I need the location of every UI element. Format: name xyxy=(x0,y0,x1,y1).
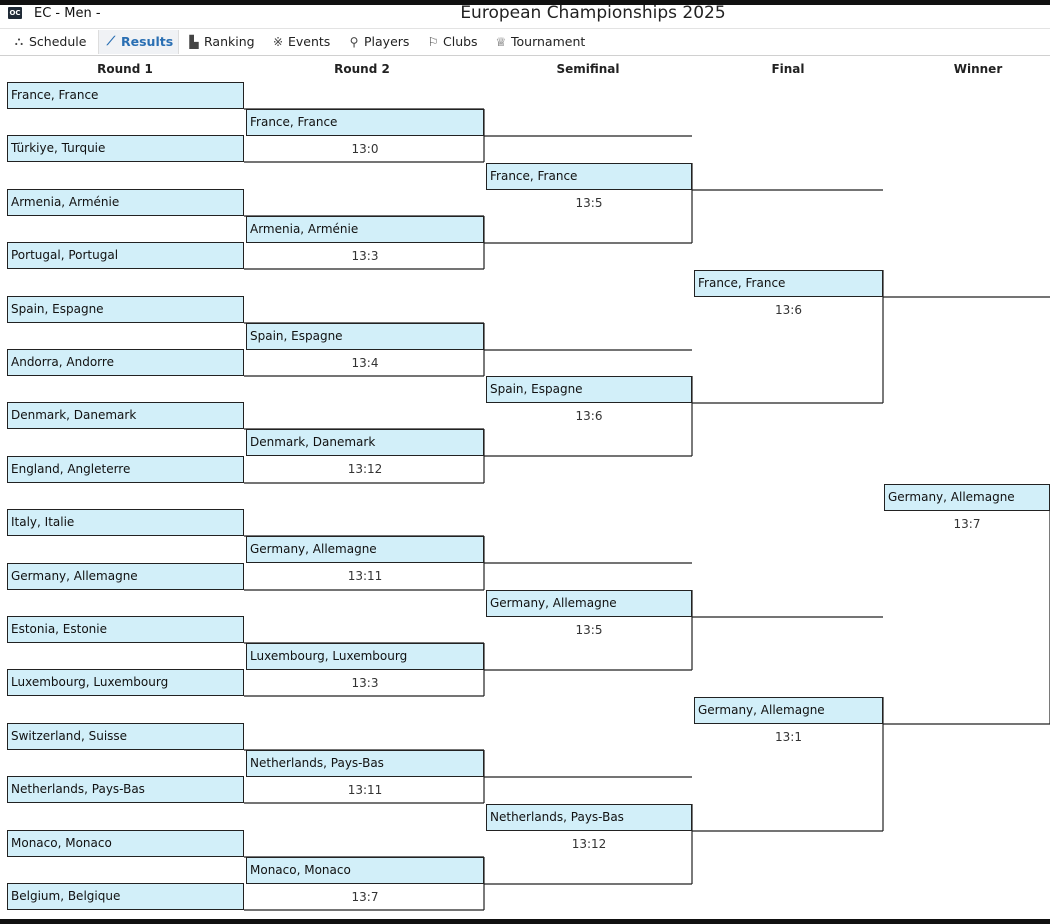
final-match-score: 13:6 xyxy=(775,303,802,317)
window-bottom-edge xyxy=(0,919,1050,924)
window-title: European Championships 2025 xyxy=(460,3,726,23)
final-team-box[interactable]: Germany, Allemagne xyxy=(694,697,883,724)
round2-match-score: 13:11 xyxy=(347,569,383,583)
tab-results[interactable]: ⟋ Results xyxy=(104,34,173,49)
final-match-score: 13:1 xyxy=(775,730,802,744)
tab-label: Results xyxy=(121,34,174,49)
round1-team-box[interactable]: England, Angleterre xyxy=(7,456,244,483)
schedule-icon: ⛬ xyxy=(14,34,24,48)
tournament-icon: ♕ xyxy=(495,34,507,49)
semifinal-team-box[interactable]: Netherlands, Pays-Bas xyxy=(486,804,692,831)
tab-events[interactable]: ※ Events xyxy=(271,34,330,49)
round1-team-box[interactable]: Denmark, Danemark xyxy=(7,402,244,429)
app-logo: OC xyxy=(8,7,22,19)
bracket-column-headers: Round 1 Round 2 Semifinal Final Winner xyxy=(0,56,1050,80)
tab-label: Events xyxy=(288,34,331,49)
column-header-semifinal: Semifinal xyxy=(556,62,620,76)
final-team-box[interactable]: France, France xyxy=(694,270,883,297)
tab-schedule[interactable]: ⛬ Schedule xyxy=(12,34,87,49)
round2-match-score: 13:3 xyxy=(351,249,379,263)
round1-team-box[interactable]: Netherlands, Pays-Bas xyxy=(7,776,244,803)
event-selector-dropdown[interactable]: EC - Men - xyxy=(34,6,101,21)
tab-label: Clubs xyxy=(443,34,478,49)
column-header-round-2: Round 2 xyxy=(334,62,390,76)
winner-team-box[interactable]: Germany, Allemagne xyxy=(884,484,1050,511)
active-tab-highlight xyxy=(98,30,179,54)
round2-team-box[interactable]: Armenia, Arménie xyxy=(246,216,484,243)
round1-team-box[interactable]: Spain, Espagne xyxy=(7,296,244,323)
tab-label: Ranking xyxy=(204,34,255,49)
title-bar: OC EC - Men - European Championships 202… xyxy=(0,3,1050,27)
tab-ranking[interactable]: ▙ Ranking xyxy=(187,34,255,49)
ranking-icon: ▙ xyxy=(189,34,199,49)
round1-team-box[interactable]: Switzerland, Suisse xyxy=(7,723,244,750)
round2-team-box[interactable]: Netherlands, Pays-Bas xyxy=(246,750,484,777)
clubs-icon: ⚐ xyxy=(427,34,439,49)
semifinal-match-score: 13:5 xyxy=(575,623,603,637)
winner-match-score: 13:7 xyxy=(953,517,981,531)
round1-team-box[interactable]: Italy, Italie xyxy=(7,509,244,536)
tab-label: Players xyxy=(364,34,410,49)
round2-team-box[interactable]: Germany, Allemagne xyxy=(246,536,484,563)
round1-team-box[interactable]: Estonia, Estonie xyxy=(7,616,244,643)
round1-team-box[interactable]: Germany, Allemagne xyxy=(7,563,244,590)
round2-match-score: 13:12 xyxy=(347,462,383,476)
round2-match-score: 13:0 xyxy=(351,142,379,156)
round1-team-box[interactable]: Monaco, Monaco xyxy=(7,830,244,857)
tab-players[interactable]: ⚲ Players xyxy=(347,34,410,49)
round2-team-box[interactable]: France, France xyxy=(246,109,484,136)
round1-team-box[interactable]: Armenia, Arménie xyxy=(7,189,244,216)
column-header-round-1: Round 1 xyxy=(97,62,153,76)
tab-tournament[interactable]: ♕ Tournament xyxy=(494,34,586,49)
players-icon: ⚲ xyxy=(349,34,359,49)
semifinal-match-score: 13:12 xyxy=(571,837,607,851)
window-top-edge xyxy=(0,0,1050,5)
round1-team-box[interactable]: Luxembourg, Luxembourg xyxy=(7,669,244,696)
column-header-winner: Winner xyxy=(953,62,1003,76)
tab-label: Schedule xyxy=(29,34,87,49)
round2-team-box[interactable]: Denmark, Danemark xyxy=(246,429,484,456)
results-icon: ⟋ xyxy=(106,34,116,48)
round2-team-box[interactable]: Spain, Espagne xyxy=(246,323,484,350)
events-icon: ※ xyxy=(272,34,284,49)
semifinal-match-score: 13:5 xyxy=(575,196,603,210)
main-navigation: ⛬ Schedule ⟋ Results ▙ Ranking ※ Events ⚲ Players… xyxy=(0,28,1050,56)
round2-team-box[interactable]: Monaco, Monaco xyxy=(246,857,484,884)
tab-label: Tournament xyxy=(511,34,586,49)
round2-match-score: 13:3 xyxy=(351,676,379,690)
semifinal-team-box[interactable]: Germany, Allemagne xyxy=(486,590,692,617)
round2-match-score: 13:11 xyxy=(347,783,383,797)
round1-team-box[interactable]: Portugal, Portugal xyxy=(7,242,244,269)
semifinal-team-box[interactable]: France, France xyxy=(486,163,692,190)
round1-team-box[interactable]: Andorra, Andorre xyxy=(7,349,244,376)
semifinal-team-box[interactable]: Spain, Espagne xyxy=(486,376,692,403)
round1-team-box[interactable]: France, France xyxy=(7,82,244,109)
round2-match-score: 13:7 xyxy=(351,890,379,904)
column-header-final: Final xyxy=(771,62,805,76)
round2-team-box[interactable]: Luxembourg, Luxembourg xyxy=(246,643,484,670)
round1-team-box[interactable]: Türkiye, Turquie xyxy=(7,135,244,162)
round1-team-box[interactable]: Belgium, Belgique xyxy=(7,883,244,910)
semifinal-match-score: 13:6 xyxy=(575,409,603,423)
tab-clubs[interactable]: ⚐ Clubs xyxy=(426,34,478,49)
round2-match-score: 13:4 xyxy=(351,356,379,370)
